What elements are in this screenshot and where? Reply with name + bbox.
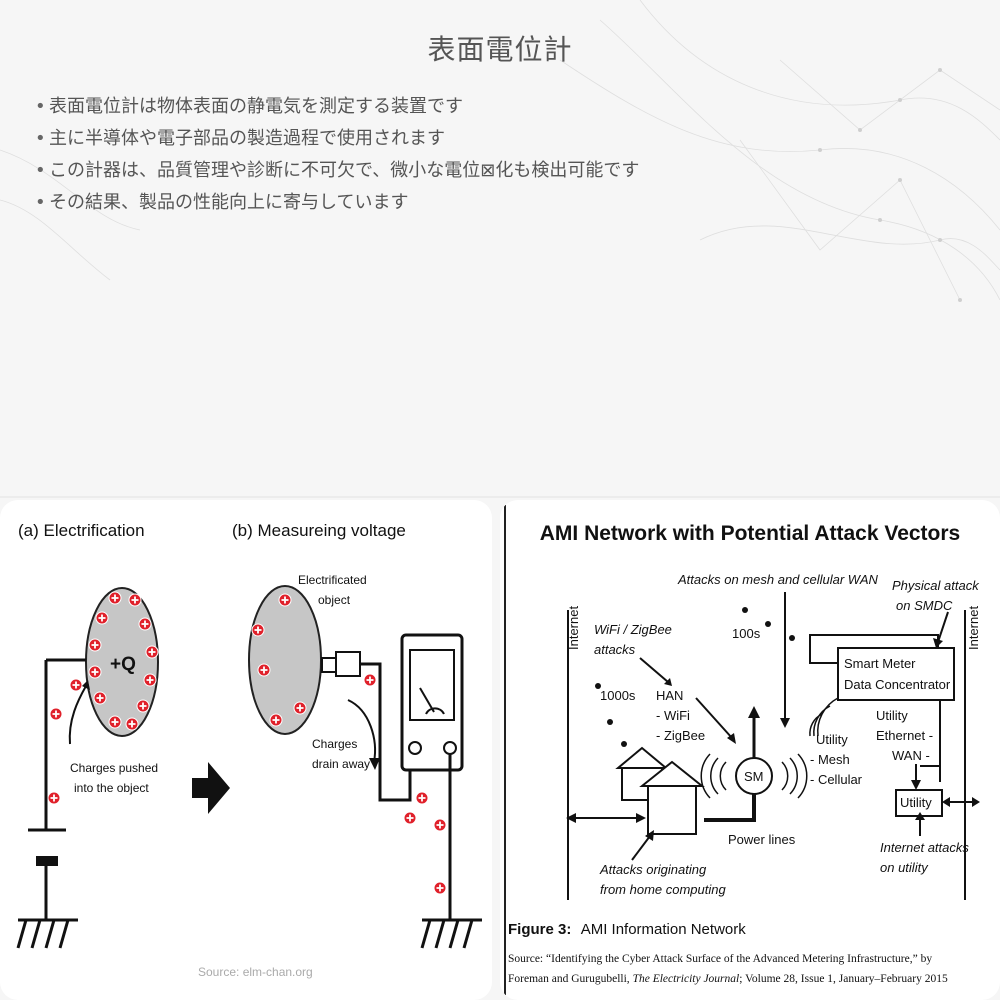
attacks-home-label: from home computing	[600, 882, 726, 897]
meter-needle	[419, 687, 435, 713]
sm-label: SM	[744, 769, 764, 784]
attacks-mesh-label: Attacks on mesh and cellular WAN	[677, 572, 879, 587]
slide-title: 表面電位計	[427, 33, 573, 66]
charges-pushed-label: into the object	[74, 781, 149, 795]
bullet-item: •表面電位計は物体表面の静電気を測定する装置です	[35, 95, 639, 127]
charge-label: +Q	[110, 654, 136, 675]
utility-mesh-label: Utility	[816, 732, 848, 747]
count-100s: 100s	[732, 626, 761, 641]
drain-charges	[403, 791, 447, 895]
charges-drain-label: Charges	[312, 737, 357, 751]
figure-source: Source: elm-chan.org	[198, 965, 313, 979]
charges-drain-label: drain away	[312, 757, 370, 771]
bullet-item: •その結果、製品の性能向上に寄与しています	[35, 191, 639, 223]
power-line	[704, 794, 756, 822]
bullet-text: 表面電位計は物体表面の静電気を測定する装置です	[49, 96, 463, 117]
bullet-text: その結果、製品の性能向上に寄与しています	[49, 192, 409, 213]
bullet-dot: •	[35, 192, 46, 213]
physical-attack-label: Physical attack	[892, 578, 980, 593]
attacks-home-label: Attacks originating	[599, 862, 707, 877]
drain-arrow	[347, 699, 376, 763]
wifi-zigbee-label: attacks	[594, 642, 636, 657]
power-lines-label: Power lines	[728, 832, 796, 847]
utility-ethernet-label: Utility	[876, 708, 908, 723]
bullet-item: •この計器は、品質管理や診断に不可欠で、微小な電位⊠化も検出可能です	[35, 159, 639, 191]
figure-caption-text: AMI Information Network	[581, 921, 747, 938]
bullet-text: この計器は、品質管理や診断に不可欠で、微小な電位⊠化も検出可能です	[49, 160, 640, 181]
probe	[335, 651, 361, 677]
house-icon	[639, 760, 705, 835]
ami-network-figure: AMI Network with Potential Attack Vector…	[500, 500, 1000, 1000]
probe-wire	[360, 662, 412, 802]
electrificated-label: Electrificated	[298, 573, 367, 587]
bullet-dot: •	[35, 128, 46, 149]
source-citation: Source: “Identifying the Cyber Attack Su…	[508, 953, 932, 965]
charges-pushed-label: Charges pushed	[70, 761, 158, 775]
ami-title: AMI Network with Potential Attack Vector…	[540, 522, 960, 545]
han-label: HAN	[656, 688, 683, 703]
probe	[321, 657, 337, 673]
push-arrow	[68, 685, 87, 745]
figure-caption-bold: Figure 3:	[508, 921, 571, 938]
bullet-item: •主に半導体や電子部品の製造過程で使用されます	[35, 127, 639, 159]
han-label: - WiFi	[656, 708, 690, 723]
source-volume: ; Volume 28, Issue 1, January–February 2…	[739, 973, 948, 985]
panel-a-title: (a) Electrification	[18, 521, 145, 540]
internet-attacks-label: on utility	[880, 860, 929, 875]
source-citation: Foreman and Gurugubelli, The Electricity…	[508, 973, 948, 985]
electrificated-label: object	[318, 593, 351, 607]
count-1000s: 1000s	[600, 688, 636, 703]
battery-plate	[36, 856, 58, 866]
bullet-list: •表面電位計は物体表面の静電気を測定する装置です •主に半導体や電子部品の製造過…	[35, 95, 639, 223]
smdc-box	[837, 647, 955, 701]
charging-wire	[44, 658, 86, 830]
source-journal: The Electricity Journal	[633, 973, 740, 985]
source-authors: Foreman and Gurugubelli,	[508, 973, 633, 985]
meter-terminal	[408, 741, 422, 755]
internet-left-label: Internet	[566, 606, 581, 650]
meter-terminal	[443, 741, 457, 755]
electrificated-object	[248, 585, 322, 735]
electrification-figure: (a) Electrification (b) Measureing volta…	[0, 500, 492, 1000]
bullet-dot: •	[35, 96, 46, 117]
wireless-waves	[700, 697, 839, 799]
han-label: - ZigBee	[656, 728, 705, 743]
utility-mesh-label: - Cellular	[810, 772, 863, 787]
utility-box-label: Utility	[900, 795, 932, 810]
bullet-dot: •	[35, 160, 46, 181]
utility-ethernet-label: WAN -	[892, 748, 930, 763]
utility-ethernet-label: Ethernet -	[876, 728, 933, 743]
smdc-label: Data Concentrator	[844, 677, 951, 692]
ground-symbol	[420, 918, 482, 949]
smdc-label: Smart Meter	[844, 656, 916, 671]
svg-text:Figure 3: AMI Informatio: Figure 3: AMI Information Network	[508, 921, 746, 938]
internet-right-label: Internet	[966, 606, 981, 650]
process-arrow-icon	[192, 762, 230, 814]
physical-attack-label: on SMDC	[896, 598, 953, 613]
panel-b-title: (b) Measureing voltage	[232, 521, 406, 540]
utility-mesh-label: - Mesh	[810, 752, 850, 767]
internet-attacks-label: Internet attacks	[880, 840, 969, 855]
wifi-zigbee-label: WiFi / ZigBee	[594, 622, 672, 637]
utility-box	[895, 789, 943, 817]
bullet-text: 主に半導体や電子部品の製造過程で使用されます	[49, 128, 445, 149]
ground-symbol	[16, 918, 78, 949]
